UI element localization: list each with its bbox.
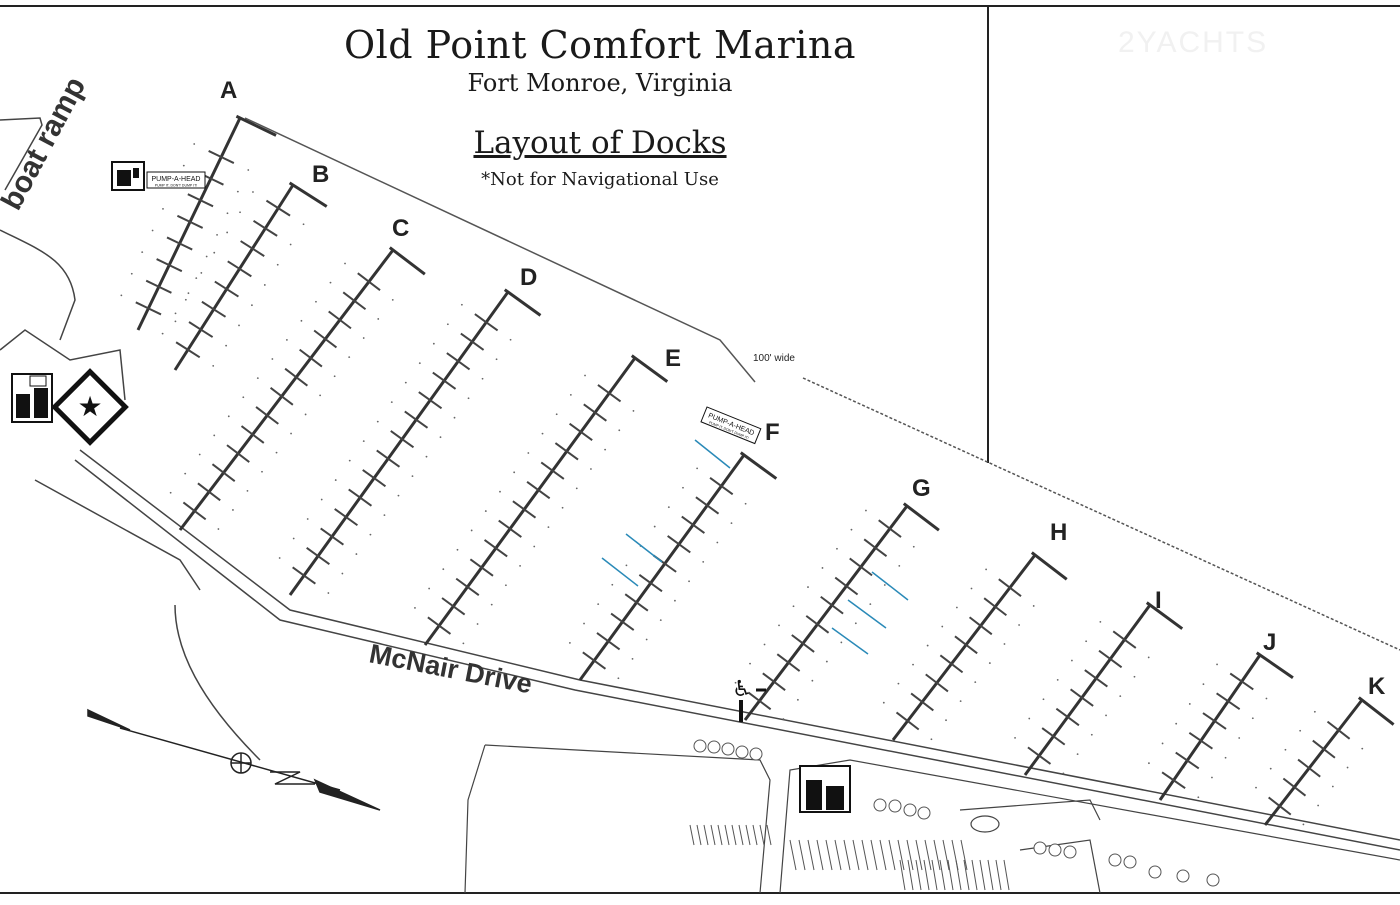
pump-a-head-sign-north: PUMP-A-HEAD PUMP IT, DON'T DUMP IT!	[146, 171, 206, 189]
dock-i: I	[1014, 587, 1184, 776]
dock-label-i: I	[1155, 587, 1162, 614]
dock-f: F	[568, 419, 780, 681]
dock-h: H	[882, 519, 1068, 741]
map-subtitle: Fort Monroe, Virginia	[467, 69, 733, 97]
parking-lots	[464, 744, 1400, 894]
trees	[693, 739, 1220, 887]
dock-label-e: E	[665, 345, 681, 372]
dock-label-h: H	[1050, 519, 1067, 546]
navigation-note: *Not for Navigational Use	[481, 169, 719, 190]
dock-a: A	[120, 77, 277, 331]
parking-stalls	[689, 824, 1010, 891]
dock-b: B	[161, 161, 329, 371]
dock-label-b: B	[312, 161, 329, 188]
star-glyph: ★	[77, 390, 102, 423]
accessible-icon: ♿	[732, 677, 766, 722]
dock-k: K	[1255, 673, 1395, 826]
dock-label-a: A	[220, 77, 237, 104]
svg-text:PUMP-A-HEAD: PUMP-A-HEAD	[151, 176, 200, 183]
dock-d: D	[278, 264, 542, 596]
docks-layer: A B C D E F G H I J K	[120, 77, 1395, 826]
dock-label-c: C	[392, 215, 409, 242]
road-label: McNair Drive	[367, 638, 535, 699]
star-office-icon	[51, 368, 129, 446]
restroom-icon-south	[799, 765, 851, 813]
map-heading: Layout of Docks	[473, 125, 727, 161]
dock-label-k: K	[1368, 673, 1386, 700]
svg-text:♿: ♿	[732, 677, 752, 702]
dock-label-f: F	[765, 419, 780, 446]
dock-label-g: G	[912, 475, 931, 502]
svg-text:PUMP IT, DON'T DUMP IT!: PUMP IT, DON'T DUMP IT!	[155, 184, 198, 188]
pump-out-station-icon	[111, 161, 145, 191]
pump-a-head-sign-f-dock: PUMP-A-HEAD PUMP IT, DON'T DUMP IT!	[700, 406, 762, 445]
dock-e: E	[414, 345, 681, 646]
restroom-icon	[11, 373, 53, 423]
highlighted-slips	[601, 439, 909, 655]
boat-ramp-label: boat ramp	[0, 72, 92, 216]
width-note: 100' wide	[753, 353, 795, 364]
dock-label-d: D	[520, 264, 537, 291]
dock-g: G	[734, 475, 940, 721]
shoreline	[0, 117, 1400, 851]
watermark: 2YACHTS	[1118, 26, 1269, 59]
map-title: Old Point Comfort Marina	[343, 23, 857, 67]
dock-j: J	[1148, 629, 1294, 801]
map-frame	[0, 5, 1400, 894]
dock-c: C	[169, 215, 426, 531]
title-block: Old Point Comfort Marina Fort Monroe, Vi…	[330, 22, 870, 192]
breakwater	[244, 117, 1400, 651]
dock-label-j: J	[1263, 629, 1276, 656]
north-arrow-icon	[87, 708, 381, 811]
